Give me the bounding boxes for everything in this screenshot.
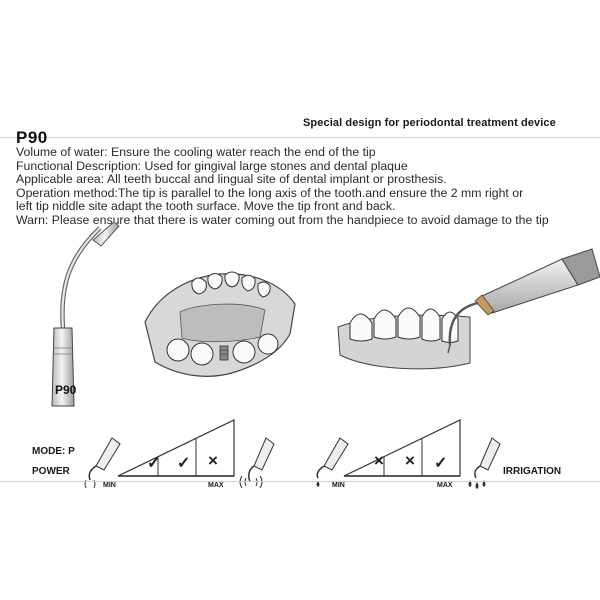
- power-label: POWER: [32, 466, 70, 477]
- irrigation-min-label: MIN: [332, 482, 345, 489]
- scaler-tip-illustration: [51, 221, 120, 407]
- page-subtitle: Special design for periodontal treatment…: [303, 117, 556, 129]
- irrigation-mark-3: ✓: [434, 455, 448, 472]
- description-line-function: Functional Description: Used for gingiva…: [16, 158, 408, 173]
- irrigation-mark-1: ×: [374, 451, 384, 470]
- bottom-divider: [0, 481, 600, 482]
- power-max-label: MAX: [208, 482, 224, 489]
- irrigation-label: IRRIGATION: [503, 466, 562, 477]
- irrigation-min-handpiece-icon: [316, 437, 349, 487]
- tip-label: P90: [55, 383, 77, 397]
- power-level-chart: [117, 419, 235, 477]
- irrigation-level-chart: [343, 419, 461, 477]
- power-mark-1: ✓: [147, 455, 161, 472]
- irrigation-max-label: MAX: [437, 482, 453, 489]
- power-max-handpiece-icon: [239, 437, 275, 489]
- header-divider: [0, 137, 600, 138]
- jaw-handpiece-illustration: [337, 248, 600, 370]
- power-mark-2: ✓: [177, 455, 191, 472]
- power-min-label: MIN: [103, 482, 116, 489]
- irrigation-mark-2: ×: [405, 451, 415, 470]
- power-min-handpiece-icon: [84, 437, 121, 489]
- description-line-operation-cont: left tip niddle site adapt the tooth sur…: [16, 199, 396, 214]
- description-line-area: Applicable area: All teeth buccal and li…: [16, 172, 447, 187]
- description-line-warn: Warn: Please ensure that there is water …: [16, 212, 549, 227]
- irrigation-max-handpiece-icon: [468, 437, 501, 489]
- mode-label: MODE: P: [32, 446, 75, 457]
- description-block: Volume of water: Ensure the cooling wate…: [16, 145, 596, 228]
- jaw-implant-illustration: [144, 271, 296, 377]
- description-line-operation: Operation method:The tip is parallel to …: [16, 185, 524, 200]
- model-title: P90: [16, 128, 48, 147]
- description-line-water: Volume of water: Ensure the cooling wate…: [16, 145, 376, 159]
- power-mark-3: ×: [208, 451, 218, 470]
